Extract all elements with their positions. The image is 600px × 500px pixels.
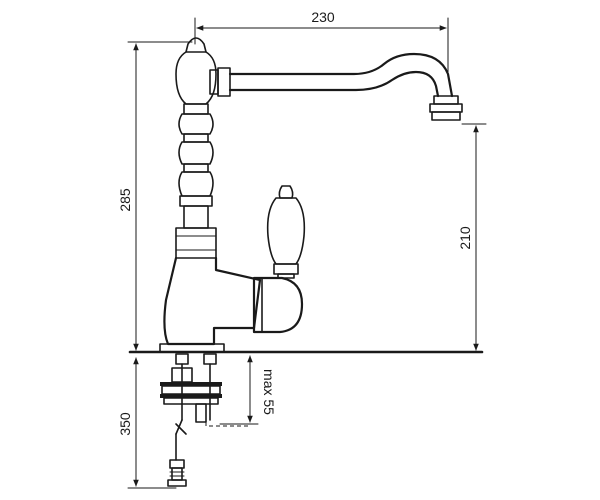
dimension-label-210: 210 xyxy=(457,226,473,250)
faucet-body xyxy=(159,37,304,353)
dimension-max-55: max 55 xyxy=(219,355,277,425)
mounting-hardware xyxy=(160,353,250,487)
dimension-label-max-55: max 55 xyxy=(261,369,277,415)
dimension-285: 285 xyxy=(117,41,193,351)
dimension-label-285: 285 xyxy=(117,188,133,212)
dimension-label-350: 350 xyxy=(117,412,133,436)
dimension-label-230: 230 xyxy=(311,9,335,25)
dimension-230: 230 xyxy=(194,9,449,73)
dimension-210: 210 xyxy=(457,123,487,351)
lever-handle xyxy=(266,185,306,279)
dimension-350: 350 xyxy=(117,357,177,489)
spout xyxy=(209,52,463,121)
